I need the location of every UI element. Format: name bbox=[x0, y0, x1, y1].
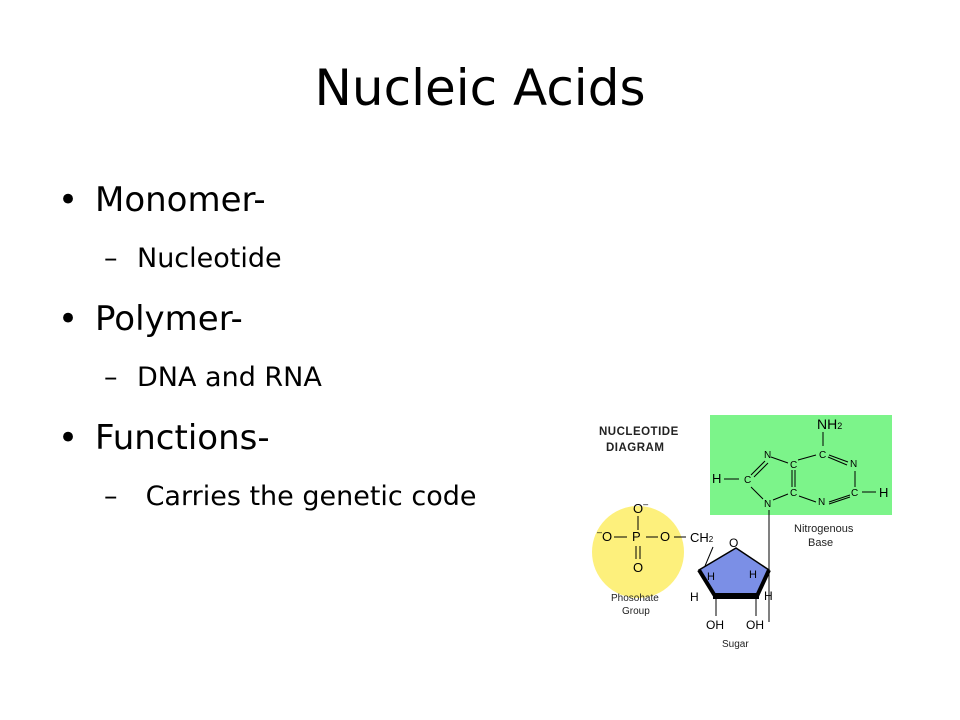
bond bbox=[770, 456, 789, 464]
slide-title: Nucleic Acids bbox=[314, 59, 646, 117]
sub-bullet-dna-rna: – DNA and RNA bbox=[58, 360, 578, 396]
bullet-text: Functions- bbox=[95, 418, 270, 458]
sugar-oh-right: OH bbox=[746, 618, 764, 632]
sub-bullet-text: DNA and RNA bbox=[137, 362, 322, 393]
bond bbox=[750, 486, 764, 500]
bond bbox=[828, 496, 851, 505]
bond bbox=[828, 494, 851, 503]
sub-bullet-nucleotide: – Nucleotide bbox=[58, 241, 578, 277]
sub-bullet-text: Carries the genetic code bbox=[137, 481, 477, 512]
bond bbox=[750, 460, 766, 476]
phosphate-o-bottom: O bbox=[633, 560, 643, 575]
sugar-ring-right-edge bbox=[755, 569, 771, 597]
base-atoms: NH2 C N C N H C C C H N N bbox=[712, 416, 888, 622]
sub-bullet-dash: – bbox=[104, 481, 118, 512]
base-n2: N bbox=[818, 497, 825, 508]
phosphate-o-right: O bbox=[660, 529, 670, 544]
sugar-atoms: O H H H H OH OH bbox=[690, 536, 773, 632]
base-c-right: C bbox=[851, 488, 858, 499]
sugar-ring-left-edge bbox=[697, 568, 717, 598]
sugar-h-left-inner: H bbox=[707, 571, 715, 583]
bullet-text: Monomer- bbox=[95, 180, 266, 220]
base-n-right: N bbox=[850, 459, 857, 470]
bullet-list: • Monomer- – Nucleotide • Polymer- – DNA… bbox=[58, 180, 578, 515]
diagram-title-line2: DIAGRAM bbox=[606, 442, 664, 454]
phosphate-circle bbox=[592, 506, 684, 598]
base-label-line2: Base bbox=[808, 537, 833, 549]
phosphate-label-line2: Group bbox=[622, 606, 650, 617]
base-h-left: H bbox=[712, 471, 721, 486]
sugar-h-left: H bbox=[690, 590, 699, 604]
sugar-h-right: H bbox=[764, 589, 773, 603]
base-c1: C bbox=[790, 460, 797, 471]
bullet-polymer: • Polymer- bbox=[58, 299, 578, 339]
bond bbox=[828, 454, 849, 463]
sugar-oh-left: OH bbox=[706, 618, 724, 632]
base-c-top: C bbox=[819, 450, 826, 461]
sub-bullet-genetic-code: – Carries the genetic code bbox=[58, 479, 578, 515]
bond bbox=[798, 495, 817, 503]
sugar-label: Sugar bbox=[722, 639, 749, 650]
sub-bullet-dash: – bbox=[104, 243, 118, 274]
base-c-left: C bbox=[744, 475, 751, 486]
bullet-monomer: • Monomer- bbox=[58, 180, 578, 220]
bullet-dot: • bbox=[58, 299, 79, 339]
phosphate-atoms: O– –O P O O CH2 bbox=[597, 499, 714, 575]
ch2-label: CH2 bbox=[690, 530, 714, 545]
phosphate-p: P bbox=[632, 529, 641, 544]
bond bbox=[797, 454, 817, 461]
bullet-dot: • bbox=[58, 418, 79, 458]
base-nh2: NH2 bbox=[817, 416, 842, 432]
phosphate-o-left: –O bbox=[597, 527, 612, 544]
sugar-h-right-inner: H bbox=[749, 569, 757, 581]
bullet-functions: • Functions- bbox=[58, 418, 578, 458]
bond bbox=[753, 462, 769, 478]
bullet-text: Polymer- bbox=[95, 299, 243, 339]
bond bbox=[772, 493, 789, 501]
base-n3: N bbox=[764, 499, 771, 510]
sub-bullet-text: Nucleotide bbox=[137, 243, 282, 274]
nitrogenous-base-box bbox=[710, 415, 892, 515]
base-n1: N bbox=[764, 450, 771, 461]
base-h-right: H bbox=[879, 485, 888, 500]
phosphate-o-top: O– bbox=[633, 499, 648, 516]
phosphate-label-line1: Phosohate bbox=[611, 593, 659, 604]
sub-bullet-dash: – bbox=[104, 362, 118, 393]
bond bbox=[704, 546, 714, 567]
diagram-title-line1: NUCLEOTIDE bbox=[599, 426, 679, 438]
base-label-line1: Nitrogenous bbox=[794, 523, 854, 535]
bullet-dot: • bbox=[58, 180, 79, 220]
sugar-o: O bbox=[729, 536, 738, 550]
bond bbox=[827, 456, 848, 466]
base-c2: C bbox=[790, 488, 797, 499]
